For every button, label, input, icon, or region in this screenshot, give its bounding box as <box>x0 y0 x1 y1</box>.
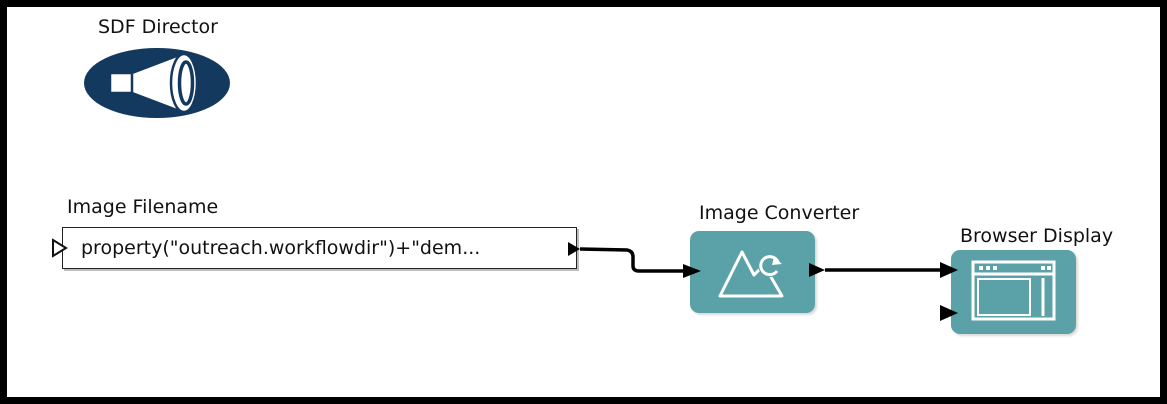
image-filename-expression: property("outreach.workflowdir")+"dem... <box>81 237 481 259</box>
megaphone-icon <box>84 48 230 118</box>
image-filename-actor[interactable]: property("outreach.workflowdir")+"dem... <box>62 227 577 269</box>
image-converter-label: Image Converter <box>699 202 860 224</box>
image-convert-icon <box>718 250 784 298</box>
browser-display-label: Browser Display <box>960 225 1114 247</box>
browser-window-icon <box>971 260 1056 321</box>
image-filename-label: Image Filename <box>67 196 219 218</box>
sdf-director[interactable] <box>82 46 232 120</box>
image-converter-actor[interactable] <box>690 231 815 313</box>
director-label: SDF Director <box>98 16 218 38</box>
browser-display-actor[interactable] <box>951 250 1076 334</box>
